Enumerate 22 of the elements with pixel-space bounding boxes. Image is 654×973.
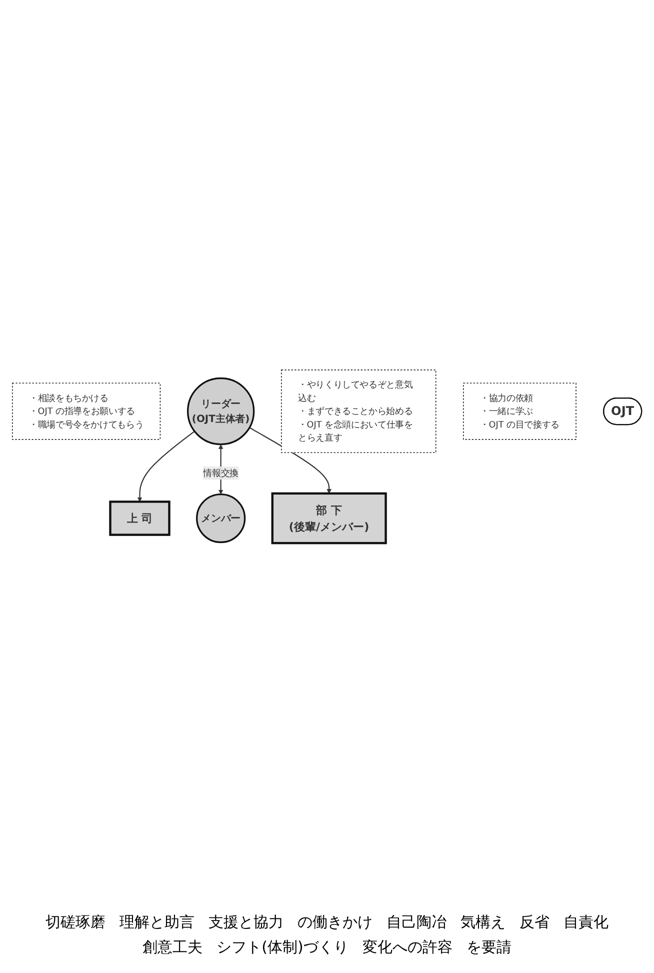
note-text: を要請 (466, 938, 512, 957)
note-text: 反省 (520, 913, 550, 932)
note-text: 切磋琢磨 (46, 913, 106, 932)
note-text: の働きかけ (298, 913, 372, 932)
note-text: 理解と助言 (120, 913, 194, 932)
edge-label: 情報交換 (203, 468, 238, 478)
node-box: ・やりくりしてやるぞと意気込む ・まずできることから始める ・OJT を念頭において仕事をとらえ直す (281, 370, 436, 454)
node-box: 部 下 (後輩/メンバー) (271, 492, 387, 544)
arrow (137, 430, 195, 502)
node-box: ・相談をもちかける ・OJT の指導をお願いする ・職場で号令をかけてもらう (12, 382, 161, 440)
node-circle: リーダー (OJT主体者) (186, 377, 255, 446)
arrow (249, 427, 332, 494)
note-text: シフト(体制)づくり (216, 938, 348, 957)
node-box: ・協力の依頼 ・一緒に学ぶ ・OJT の目で接する (463, 382, 576, 440)
note-text: 変化への許容 (362, 938, 452, 957)
node-circle: メンバー (196, 493, 246, 544)
note-text: 自責化 (564, 913, 608, 932)
note-text: 支援と協力 (208, 913, 284, 932)
note-text: 創意工夫 (142, 938, 203, 957)
note-text: 気構え (460, 913, 506, 932)
note-text: 自己陶冶 (386, 913, 446, 932)
node-box: 上 司 (109, 500, 170, 536)
